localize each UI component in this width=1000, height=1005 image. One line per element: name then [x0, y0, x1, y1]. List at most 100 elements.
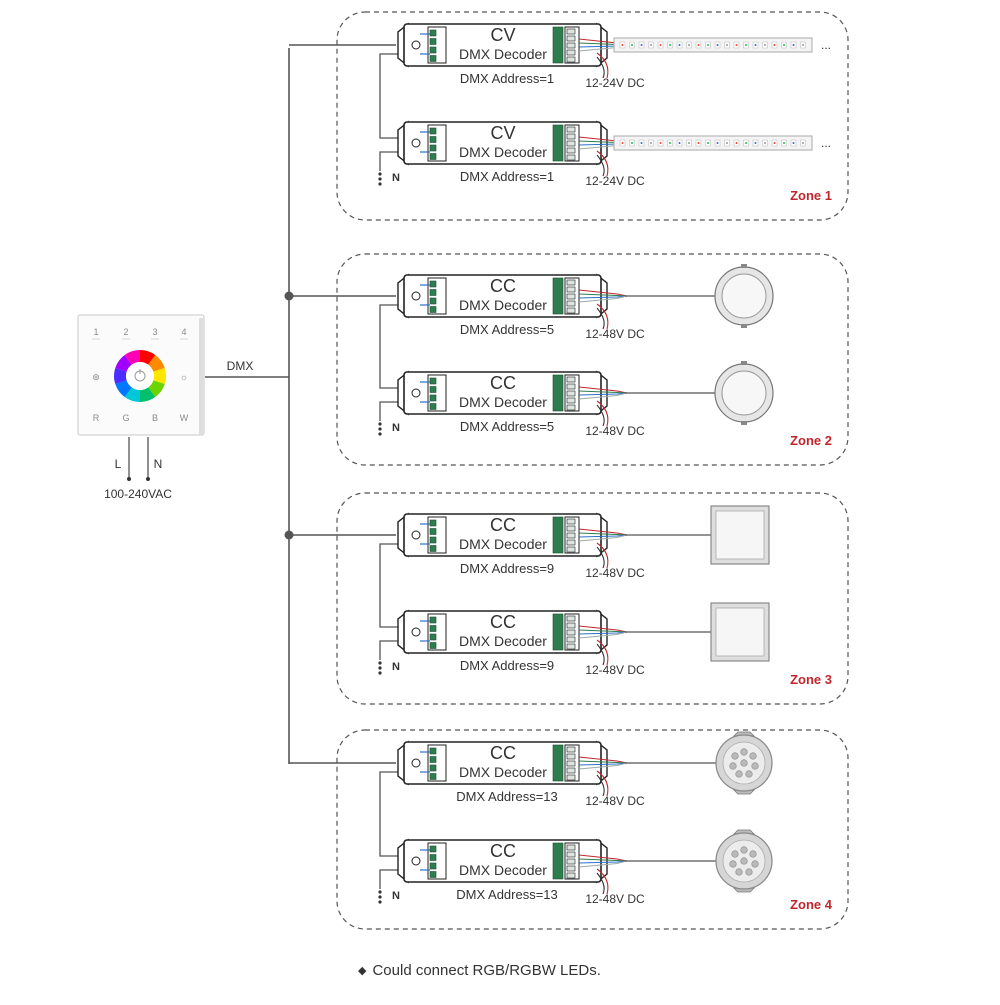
- terminal-screw: [429, 377, 437, 385]
- strip-body: [613, 37, 813, 53]
- terminal-screw: [429, 153, 437, 160]
- downlight-led: [751, 762, 759, 770]
- color-wheel-segment: [115, 354, 132, 372]
- chain-continuation-dot: [378, 172, 382, 176]
- led-dot: [726, 44, 728, 46]
- decoder-name-label: DMX Decoder: [459, 144, 547, 160]
- dmx-bus-label: DMX: [227, 359, 254, 373]
- terminal-screw: [429, 625, 437, 632]
- dmx-junction-dot: [284, 530, 294, 540]
- led-dot: [707, 142, 709, 144]
- terminal-screw: [566, 636, 576, 643]
- terminal-screw: [429, 306, 437, 313]
- decoder-mount-hole: [411, 40, 421, 50]
- led-dot: [802, 142, 804, 144]
- led-strip: ...: [613, 37, 831, 53]
- led-dot: [669, 142, 671, 144]
- led-dot: [773, 44, 776, 46]
- decoder-body: [403, 274, 602, 318]
- power-wire-negative: [596, 56, 605, 79]
- color-wheel-segment: [153, 367, 166, 385]
- square-panel-light: [625, 505, 770, 565]
- power-wire-negative: [596, 546, 605, 569]
- decoder-mount-hole: [411, 758, 421, 768]
- terminal-screw: [429, 854, 437, 861]
- led-dot: [640, 44, 643, 46]
- zone-label: Zone 3: [790, 672, 832, 687]
- decoder-name-label: DMX Decoder: [459, 862, 547, 878]
- terminal-screw: [566, 615, 576, 622]
- terminal-screw: [429, 773, 437, 780]
- neutral-terminal: [146, 477, 150, 481]
- zone-label: Zone 1: [790, 188, 832, 203]
- led-dot: [735, 142, 738, 144]
- terminal-screw: [566, 404, 576, 411]
- led-strip: ...: [613, 135, 831, 151]
- strip-body: [613, 135, 813, 151]
- downlight-led: [735, 770, 743, 778]
- decoder-type-label: CV: [490, 123, 515, 143]
- terminal-screw: [566, 35, 576, 42]
- led-dot: [764, 44, 766, 46]
- terminal-screw: [429, 845, 437, 853]
- supply-voltage-label: 100-240VAC: [104, 487, 172, 501]
- led-dot: [621, 142, 624, 144]
- led-output-wire: [578, 762, 628, 770]
- led-dot: [745, 142, 747, 144]
- round-light-clip: [741, 421, 747, 425]
- round-light-clip: [741, 264, 747, 268]
- downlight-led: [749, 850, 757, 858]
- decoder-type-label: CC: [490, 515, 516, 535]
- decoder-mount-hole: [411, 627, 421, 637]
- led-output-wire: [578, 392, 628, 400]
- terminal-screw: [429, 136, 437, 143]
- zone-boundary: [336, 11, 849, 221]
- terminal-screw: [429, 528, 437, 535]
- zone-label: Zone 2: [790, 433, 832, 448]
- decoder-body: [403, 513, 602, 557]
- dmx-junction-dot: [284, 291, 294, 301]
- round-light-clip: [741, 361, 747, 365]
- downlight-led: [740, 759, 748, 767]
- decoder-name-label: DMX Decoder: [459, 394, 547, 410]
- supply-voltage-label: 12-48V DC: [585, 327, 645, 341]
- downlight-led: [745, 770, 753, 778]
- terminal-screw: [429, 280, 437, 288]
- terminal-screw: [429, 519, 437, 527]
- downlight: [625, 731, 773, 795]
- terminal-screw: [429, 127, 437, 135]
- downlight-led: [729, 762, 737, 770]
- terminal-screw: [566, 518, 576, 525]
- terminal-screw: [566, 746, 576, 753]
- chain-continuation-dot: [378, 432, 382, 436]
- decoder-type-label: CC: [490, 612, 516, 632]
- brightness-icon: ☼: [180, 372, 188, 382]
- terminal-screw: [566, 307, 576, 314]
- terminal-screw: [429, 545, 437, 552]
- led-dot: [792, 44, 795, 46]
- panel-edge: [199, 318, 204, 435]
- terminal-screw: [566, 525, 576, 532]
- chain-end-label: N: [392, 172, 400, 184]
- decoder-name-label: DMX Decoder: [459, 536, 547, 552]
- terminal-screw: [566, 126, 576, 133]
- terminal-screw: [566, 154, 576, 161]
- terminal-screw: [566, 643, 576, 650]
- terminal-screw: [566, 622, 576, 629]
- led-dot: [650, 44, 652, 46]
- downlight-led: [731, 752, 739, 760]
- footnote-text: Could connect RGB/RGBW LEDs.: [372, 962, 601, 979]
- terminal-screw: [566, 865, 576, 872]
- terminal-screw: [429, 403, 437, 410]
- led-dot: [650, 142, 652, 144]
- led-dot: [669, 44, 671, 46]
- downlight-led: [740, 857, 748, 865]
- led-output-terminal: [552, 613, 564, 651]
